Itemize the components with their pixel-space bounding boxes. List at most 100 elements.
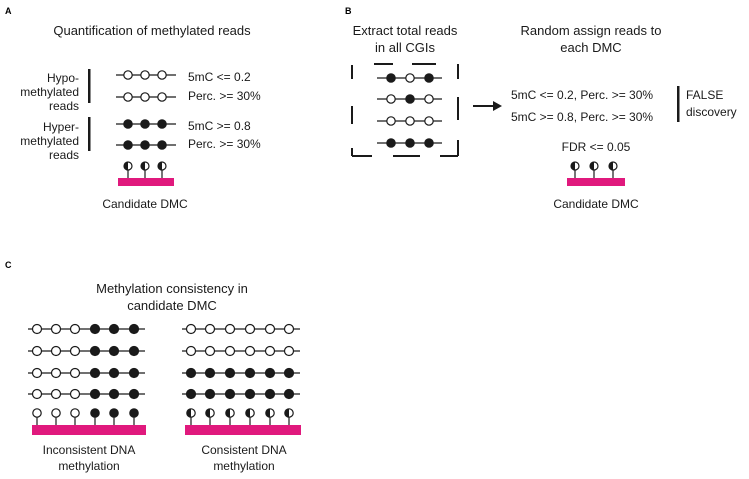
- unmethylated-cpg-pin: [32, 408, 42, 426]
- false-discovery-line1: FALSE: [686, 88, 723, 102]
- methylated-cpg: [283, 367, 295, 379]
- consistent-caption-line1: Consistent DNA: [201, 443, 286, 457]
- cpg-half-fill: [124, 162, 128, 170]
- methylated-cpg: [224, 367, 236, 379]
- panel-b-dmc: [567, 161, 625, 186]
- consistent-caption-line2: methylation: [213, 459, 274, 473]
- methylated-cpg: [424, 73, 434, 83]
- false-discovery-bracket: [677, 86, 680, 122]
- cpg-half-fill: [590, 162, 594, 170]
- unmethylated-cpg: [123, 70, 133, 80]
- methylated-cpg: [424, 138, 434, 148]
- unmethylated-cpg: [69, 388, 81, 400]
- panel-c-title-line1: Methylation consistency in: [96, 281, 248, 296]
- panel-c-label: C: [5, 260, 12, 270]
- methylated-cpg: [405, 138, 415, 148]
- dmc-bar: [567, 178, 625, 186]
- methylated-cpg: [386, 73, 396, 83]
- cpg-half-fill: [141, 162, 145, 170]
- panel-b-caption: Candidate DMC: [553, 197, 639, 211]
- half-methylated-cpg: [608, 161, 618, 178]
- cgi-reads-box: [351, 63, 459, 157]
- panel-a-label: A: [5, 6, 12, 16]
- unmethylated-cpg: [405, 73, 415, 83]
- methylated-cpg-pin: [109, 408, 119, 426]
- panel-b-reads: [377, 73, 442, 148]
- unmethylated-cpg: [123, 92, 133, 102]
- unmethylated-cpg: [140, 92, 150, 102]
- cpg-head: [51, 408, 61, 418]
- half-methylated-cpg: [570, 161, 580, 178]
- unmethylated-cpg: [264, 323, 276, 335]
- methylated-cpg: [108, 388, 120, 400]
- panel-b-right-title-line1: Random assign reads to: [521, 23, 662, 38]
- methylated-cpg: [157, 119, 167, 129]
- unmethylated-cpg: [185, 345, 197, 357]
- cpg-half-fill: [284, 408, 289, 418]
- unmethylated-cpg: [31, 323, 43, 335]
- inconsistent-reads: [28, 323, 146, 435]
- dmc-bar: [185, 425, 301, 435]
- cpg-head: [129, 408, 139, 418]
- hypo-bracket: [88, 69, 91, 103]
- cpg-half-fill: [245, 408, 250, 418]
- unmethylated-cpg: [50, 367, 62, 379]
- hyper-label-line1: Hyper-: [43, 120, 79, 134]
- unmethylated-cpg: [244, 323, 256, 335]
- read-line: [377, 94, 442, 104]
- read-line: [116, 119, 176, 129]
- methylated-cpg: [108, 367, 120, 379]
- half-methylated-cpg: [205, 408, 215, 426]
- half-methylated-cpg: [284, 408, 294, 426]
- unmethylated-cpg: [386, 116, 396, 126]
- panel-b-right-title-line2: each DMC: [560, 40, 621, 55]
- unmethylated-cpg: [50, 323, 62, 335]
- hyper-rule-line2: Perc. >= 30%: [188, 137, 261, 151]
- read-line: [182, 323, 300, 335]
- methylated-cpg: [185, 367, 197, 379]
- half-methylated-cpg: [157, 161, 167, 178]
- methylated-cpg: [89, 388, 101, 400]
- arrow-icon: [473, 101, 502, 111]
- unmethylated-cpg: [140, 70, 150, 80]
- cpg-half-fill: [571, 162, 575, 170]
- read-line: [182, 345, 300, 357]
- unmethylated-cpg: [31, 388, 43, 400]
- methylated-cpg-pin: [129, 408, 139, 426]
- methylated-cpg: [204, 388, 216, 400]
- dmc-bar: [118, 178, 174, 186]
- unmethylated-cpg: [264, 345, 276, 357]
- inconsistent-caption-line2: methylation: [58, 459, 119, 473]
- unmethylated-cpg: [283, 323, 295, 335]
- unmethylated-cpg: [204, 323, 216, 335]
- methylated-cpg: [204, 367, 216, 379]
- methylated-cpg: [157, 140, 167, 150]
- unmethylated-cpg: [157, 92, 167, 102]
- half-methylated-cpg: [245, 408, 255, 426]
- panel-b-left-title-line1: Extract total reads: [353, 23, 458, 38]
- unmethylated-cpg: [244, 345, 256, 357]
- read-line: [377, 116, 442, 126]
- methylated-cpg: [89, 345, 101, 357]
- unmethylated-cpg: [185, 323, 197, 335]
- read-line: [28, 367, 145, 379]
- methylated-cpg: [283, 388, 295, 400]
- read-line: [377, 73, 442, 83]
- read-line: [28, 388, 145, 400]
- methylated-cpg: [128, 367, 140, 379]
- methylated-cpg: [108, 323, 120, 335]
- cpg-half-fill: [225, 408, 230, 418]
- half-methylated-cpg: [225, 408, 235, 426]
- hypo-label-line2: methylated: [20, 85, 79, 99]
- unmethylated-cpg: [386, 94, 396, 104]
- unmethylated-cpg: [424, 116, 434, 126]
- half-methylated-cpg: [123, 161, 133, 178]
- methylated-cpg: [128, 323, 140, 335]
- panel-c-title-line2: candidate DMC: [127, 298, 217, 313]
- methylated-cpg: [140, 119, 150, 129]
- methylated-cpg: [244, 388, 256, 400]
- hyper-bracket: [88, 117, 91, 151]
- read-line: [377, 138, 442, 148]
- cpg-half-fill: [158, 162, 162, 170]
- half-methylated-cpg: [140, 161, 150, 178]
